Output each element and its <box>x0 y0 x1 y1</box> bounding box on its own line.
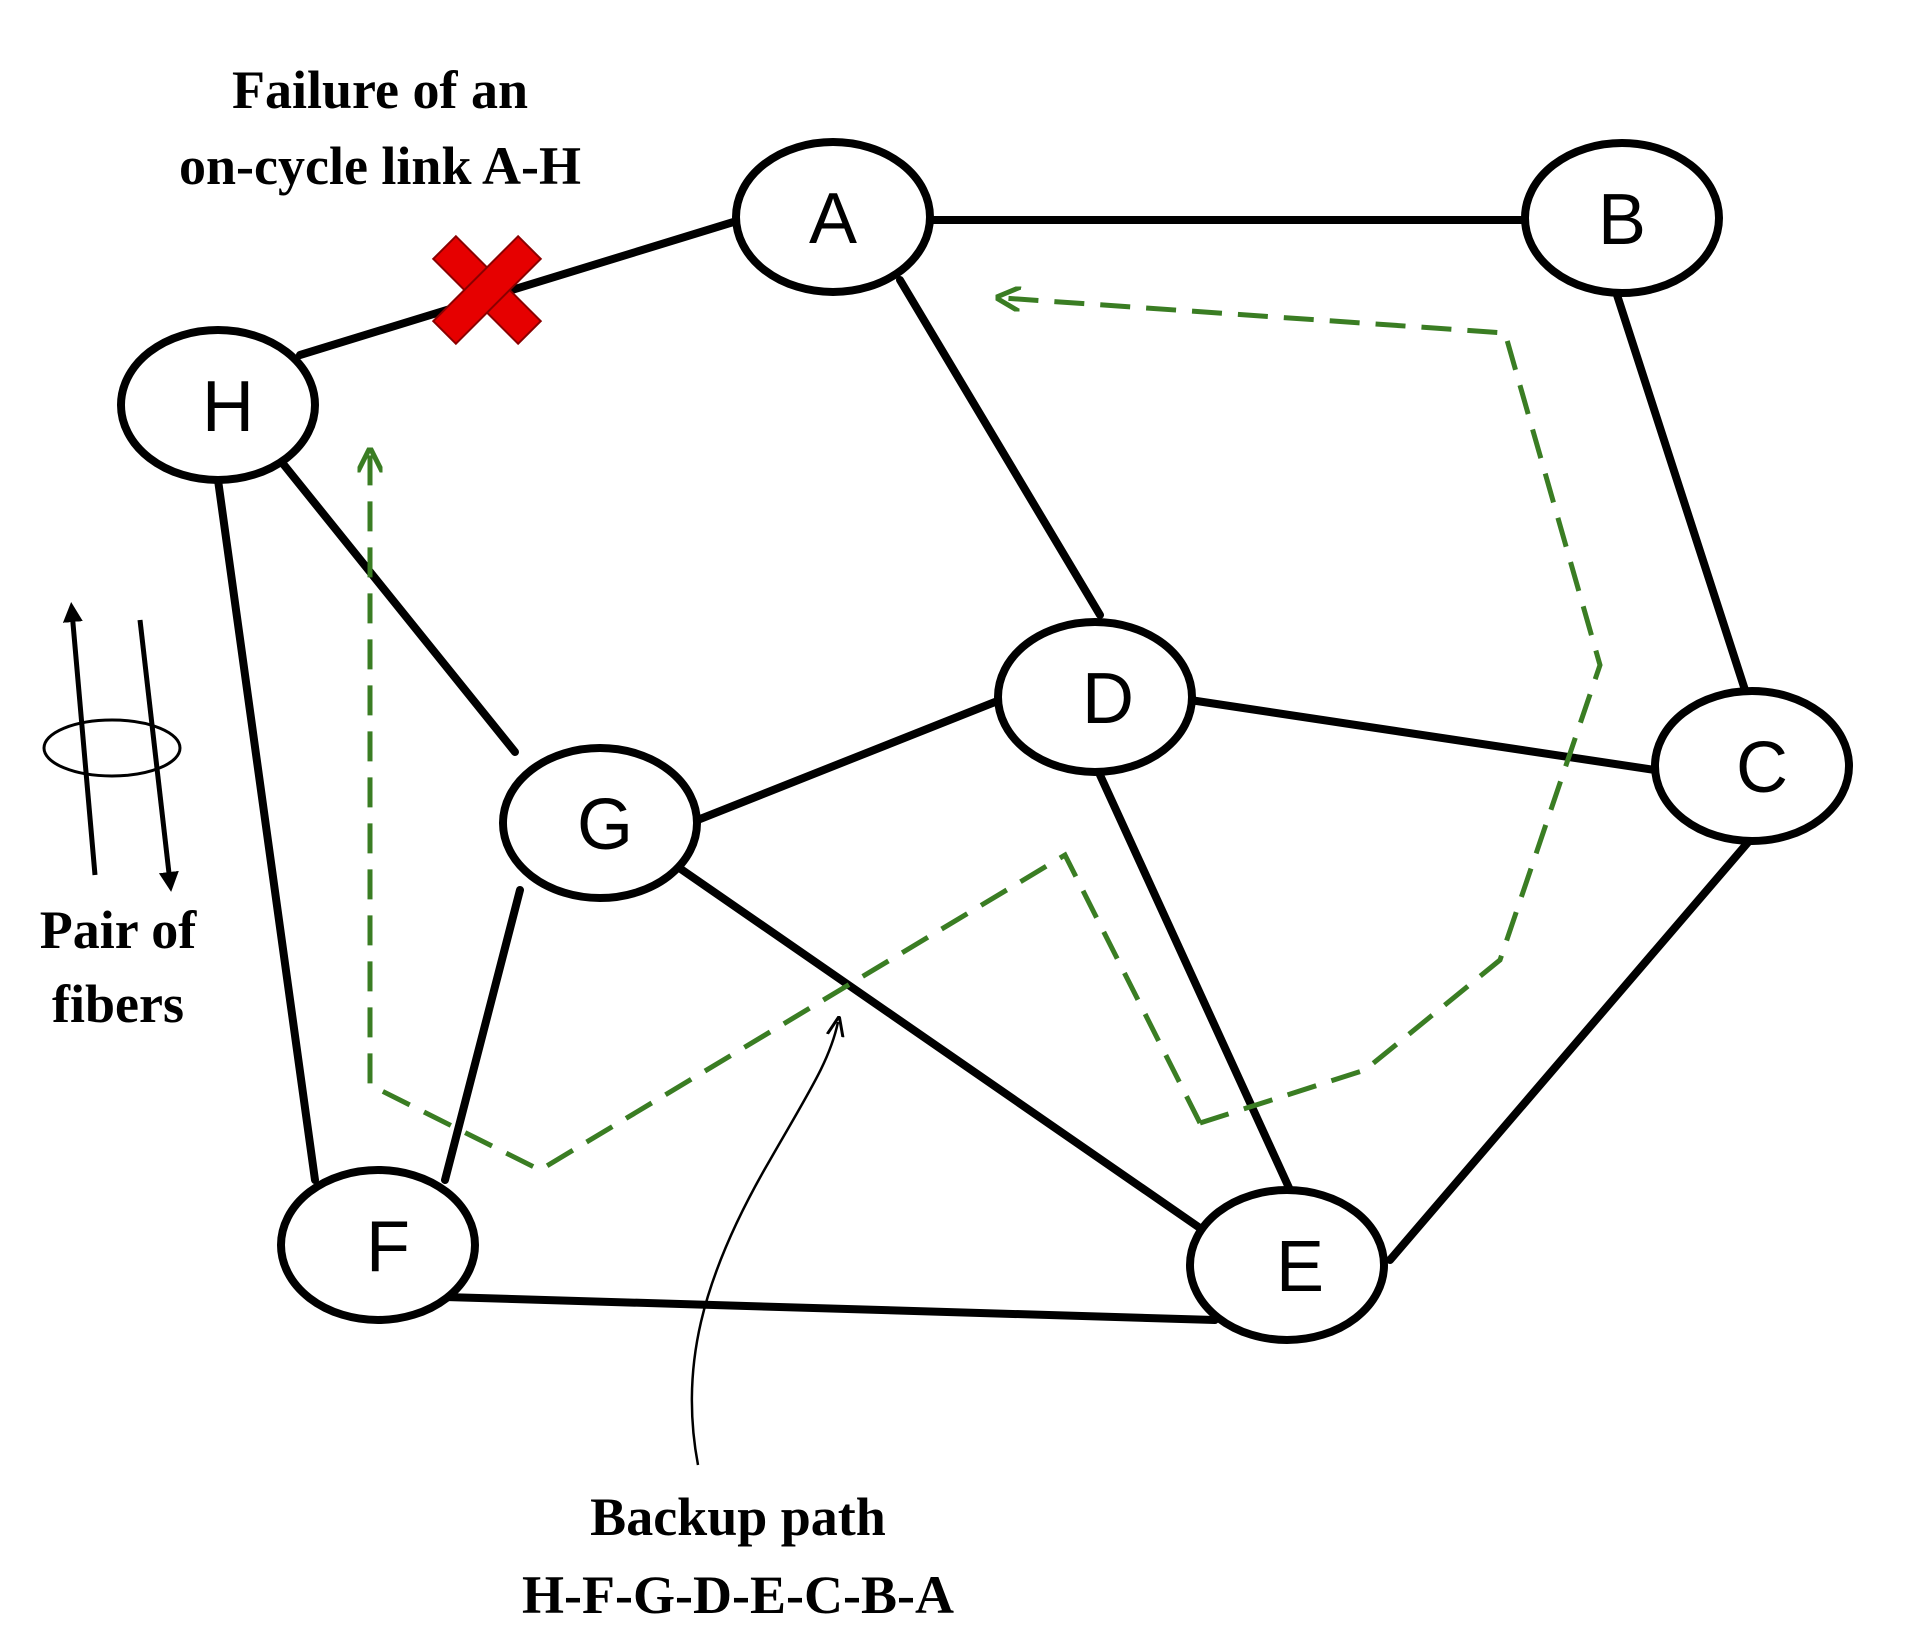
failure-x-icon <box>431 234 543 346</box>
node-G: G <box>499 744 701 902</box>
backup-caption-pointer <box>690 1022 838 1466</box>
link-D-C <box>1186 696 1659 774</box>
failure-caption-line1: Failure of an <box>232 60 528 120</box>
links <box>214 216 1754 1324</box>
link-G-E <box>671 861 1214 1239</box>
link-H-A <box>296 216 744 359</box>
node-F-label: F <box>366 1207 410 1287</box>
link-G-F <box>441 886 524 1184</box>
link-A-D <box>896 276 1104 619</box>
node-C: C <box>1651 687 1853 845</box>
node-D: D <box>994 618 1196 776</box>
node-D-label: D <box>1082 659 1134 739</box>
backup-path <box>370 298 1603 1173</box>
link-B-C <box>1613 291 1749 694</box>
node-F: F <box>277 1166 479 1324</box>
failure-caption-line2: on-cycle link A-H <box>179 136 581 196</box>
node-A-label: A <box>809 179 857 259</box>
backup-path-line <box>370 455 1203 1173</box>
node-E: E <box>1186 1186 1388 1344</box>
link-D-E <box>1096 771 1294 1194</box>
fiber-pair-icon <box>42 602 182 892</box>
fibers-caption-line2: fibers <box>52 974 184 1034</box>
link-F-E <box>441 1293 1219 1324</box>
node-H: H <box>117 326 319 484</box>
node-B-label: B <box>1598 180 1646 260</box>
link-H-G <box>276 456 519 756</box>
backup-caption-line1: Backup path <box>590 1487 886 1547</box>
node-A: A <box>732 138 934 296</box>
link-C-E <box>1386 836 1754 1264</box>
fibers-caption-line1: Pair of <box>40 900 197 960</box>
link-D-G <box>686 696 1004 827</box>
node-G-label: G <box>577 785 633 865</box>
node-H-label: H <box>202 367 254 447</box>
node-C-label: C <box>1736 728 1788 808</box>
link-H-F <box>214 476 319 1184</box>
node-B: B <box>1521 139 1723 297</box>
backup-caption-line2: H-F-G-D-E-C-B-A <box>522 1565 954 1625</box>
backup-path-line <box>1003 298 1603 1126</box>
node-E-label: E <box>1276 1227 1324 1307</box>
